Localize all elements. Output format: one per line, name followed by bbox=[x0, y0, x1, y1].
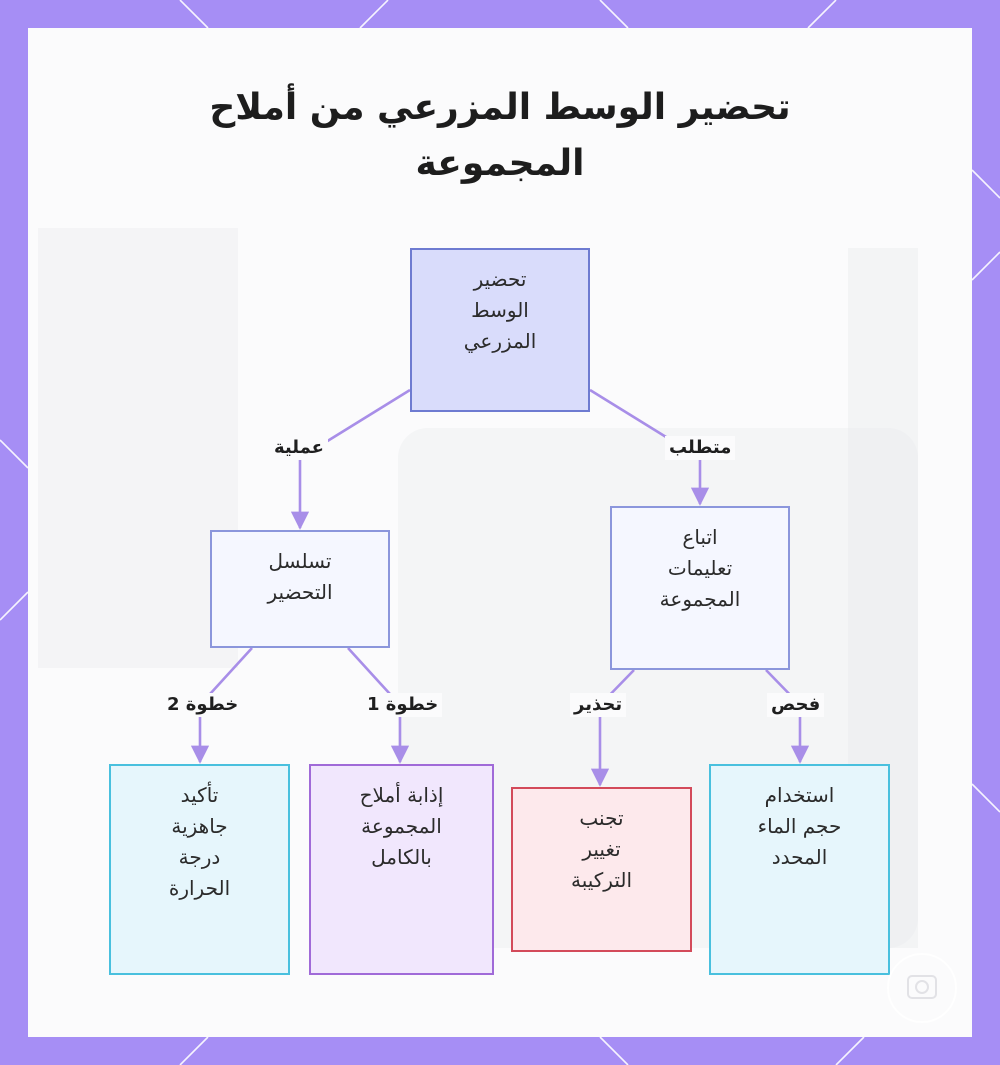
node-text-line: بالكامل bbox=[371, 845, 432, 869]
page-title: تحضير الوسط المزرعي من أملاح المجموعة bbox=[170, 80, 830, 192]
node-text-line: تغيير bbox=[582, 837, 621, 861]
edge-label-warning: تحذير bbox=[570, 693, 627, 717]
edge-follow-to-avoid bbox=[590, 669, 635, 787]
watermark-icon bbox=[887, 953, 957, 1023]
node-text-line: استخدام bbox=[764, 783, 835, 807]
node-text-line: درجة bbox=[178, 845, 221, 869]
node-use-specified-water-volume: استخدام حجم الماء المحدد bbox=[709, 764, 890, 975]
node-text-line: جاهزية bbox=[171, 814, 228, 838]
edge-label-step1: خطوة 1 bbox=[363, 693, 443, 717]
node-dissolve-salts: إذابة أملاح المجموعة بالكامل bbox=[309, 764, 494, 975]
node-follow-instructions: اتباع تعليمات المجموعة bbox=[610, 506, 790, 670]
node-text-line: الحرارة bbox=[168, 876, 231, 900]
node-text-line: تحضير bbox=[473, 267, 527, 291]
node-text-line: المجموعة bbox=[659, 587, 741, 611]
node-text-line: التحضير bbox=[267, 580, 333, 604]
edge-label-process: عملية bbox=[270, 436, 328, 460]
node-text-line: تجنب bbox=[579, 806, 624, 830]
node-prep-sequence: تسلسل التحضير bbox=[210, 530, 390, 648]
edge-label-requirement: متطلب bbox=[665, 436, 736, 460]
edge-label-check: فحص bbox=[767, 693, 825, 717]
title-line-2: المجموعة bbox=[415, 143, 585, 184]
node-text-line: تعليمات bbox=[667, 556, 733, 580]
node-text-line: المحدد bbox=[771, 845, 828, 869]
node-text-line: التركيبة bbox=[570, 868, 633, 892]
node-text-line: إذابة أملاح bbox=[359, 783, 444, 807]
node-text-line: تأكيد bbox=[180, 783, 219, 807]
node-text-line: الوسط bbox=[471, 298, 529, 322]
node-text-line: تسلسل bbox=[268, 549, 332, 573]
title-line-1: تحضير الوسط المزرعي من أملاح bbox=[209, 87, 791, 128]
node-root-prepare-medium: تحضير الوسط المزرعي bbox=[410, 248, 590, 412]
node-text-line: المزرعي bbox=[463, 329, 537, 353]
node-text-line: اتباع bbox=[682, 525, 718, 549]
node-text-line: حجم الماء bbox=[757, 814, 842, 838]
edge-label-step2: خطوة 2 bbox=[163, 693, 243, 717]
node-text-line: المجموعة bbox=[361, 814, 442, 838]
node-confirm-temperature: تأكيد جاهزية درجة الحرارة bbox=[109, 764, 290, 975]
node-avoid-composition-change: تجنب تغيير التركيبة bbox=[511, 787, 692, 952]
